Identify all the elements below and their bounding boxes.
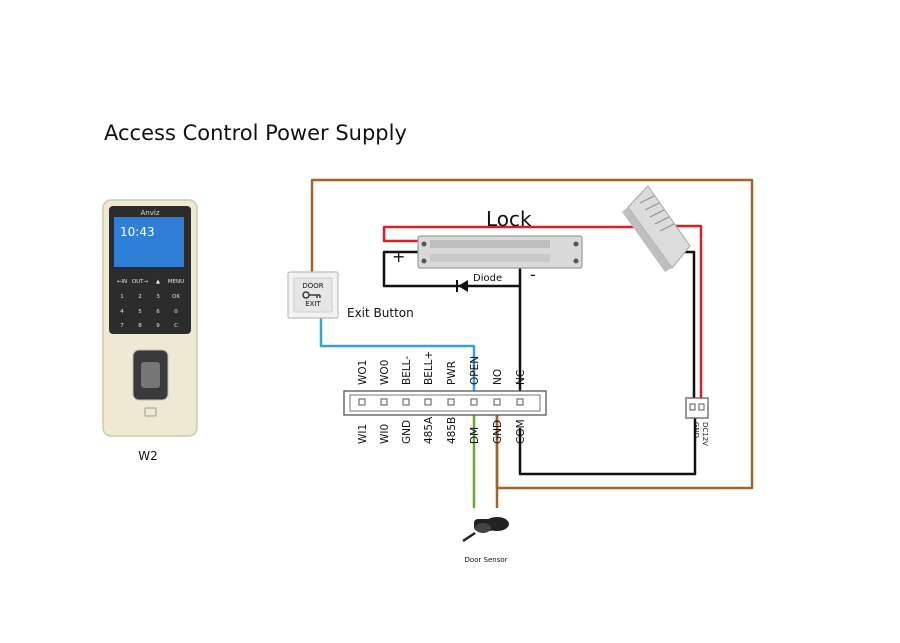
device-key: ▲: [156, 279, 161, 285]
terminal-pin-top-label: WO1: [357, 360, 369, 385]
terminal-screw: [493, 398, 501, 406]
device-key: OUT→: [132, 279, 149, 285]
device-key: OK: [172, 294, 180, 300]
device-keypad: ←IN OUT→ ▲ MENU 1 2 3 OK 4 5 6 0 7 8 9 C: [117, 279, 184, 329]
terminal-pin-bottom-label: DM: [469, 427, 481, 444]
device-key: 4: [120, 309, 124, 315]
exit-button-face-top: DOOR: [302, 282, 323, 290]
terminal-pins: WO1 WO0 BELL- BELL+ PWR OPEN NO NC WI1 WI0 GND 485A…: [357, 351, 527, 444]
device-key: 2: [138, 294, 142, 300]
wire-blue: [319, 318, 476, 400]
door-sensor: Door Sensor: [462, 517, 509, 564]
device-key: 1: [120, 294, 124, 300]
terminal-pin-top-label: BELL-: [401, 356, 413, 385]
terminal-screw: [380, 398, 388, 406]
terminal-pin-bottom-label: GND: [492, 420, 504, 444]
terminal-pin-bottom-label: WI1: [357, 424, 369, 444]
device-key: MENU: [168, 279, 184, 285]
device-brand: Anviz: [141, 209, 160, 217]
terminal-pin-top-label: NC: [515, 370, 527, 385]
magnetic-lock: Lock + - Diode: [392, 207, 583, 292]
connector-pin-gnd: GND: [692, 422, 700, 438]
terminal-screw: [358, 398, 366, 406]
device-key: C: [174, 323, 178, 329]
device-key: 8: [138, 323, 142, 329]
connector-pin-dc12v: DC12V: [701, 422, 709, 446]
device-key: 6: [156, 309, 160, 315]
device-screen: [114, 217, 184, 267]
device-key: 7: [120, 323, 124, 329]
key-icon: [302, 291, 321, 299]
terminal-screw: [470, 398, 478, 406]
lock-minus-sign: -: [530, 265, 536, 284]
card-reader-icon: [144, 407, 157, 417]
door-sensor-label: Door Sensor: [464, 556, 507, 564]
terminal-pin-bottom-label: WI0: [379, 424, 391, 444]
diagram-title: Access Control Power Supply: [104, 121, 407, 145]
terminal-pin-top-label: NO: [492, 369, 504, 385]
terminal-pin-bottom-label: GND: [401, 420, 413, 444]
terminal-screw: [516, 398, 524, 406]
exit-button: DOOR EXIT Exit Button: [287, 271, 414, 320]
lock-label: Lock: [486, 207, 532, 231]
terminal-pin-top-label: BELL+: [423, 351, 435, 385]
exit-button-label: Exit Button: [347, 306, 414, 320]
device-key: ←IN: [117, 279, 127, 285]
wire-black-psu: [674, 250, 696, 402]
terminal-screw: [447, 398, 455, 406]
exit-button-face-bottom: EXIT: [305, 300, 321, 308]
diode-icon: [456, 280, 468, 292]
device-key: 3: [156, 294, 160, 300]
terminal-pin-bottom-label: COM: [515, 419, 527, 444]
wire-black-gnd: [518, 418, 697, 476]
diode-label: Diode: [473, 273, 502, 284]
terminal-pin-bottom-label: 485A: [423, 416, 435, 444]
w2-device: Anviz 10:43 ←IN OUT→ ▲ MENU 1 2 3 OK 4 5 6 0 7 8 9 C W2: [102, 199, 198, 463]
terminal-pin-bottom-label: 485B: [446, 417, 458, 444]
device-key: 9: [156, 323, 160, 329]
terminal-block: WO1 WO0 BELL- BELL+ PWR OPEN NO NC WI1 WI0 GND 485A…: [343, 351, 547, 444]
device-key: 0: [174, 309, 178, 315]
device-model-label: W2: [138, 449, 158, 463]
terminal-pin-top-label: PWR: [446, 361, 458, 385]
power-supply-unit: [622, 185, 691, 272]
device-key: 5: [138, 309, 142, 315]
terminal-pin-top-label: OPEN: [469, 356, 481, 385]
terminal-screw: [402, 398, 410, 406]
terminal-screw: [424, 398, 432, 406]
device-clock: 10:43: [120, 225, 155, 239]
door-sensor-icon: [462, 517, 509, 543]
power-connector: GND DC12V: [685, 397, 709, 446]
terminal-pin-top-label: WO0: [379, 360, 391, 385]
lock-plus-sign: +: [392, 247, 405, 266]
wire-black-diode: [382, 250, 520, 288]
wires: [310, 178, 754, 508]
